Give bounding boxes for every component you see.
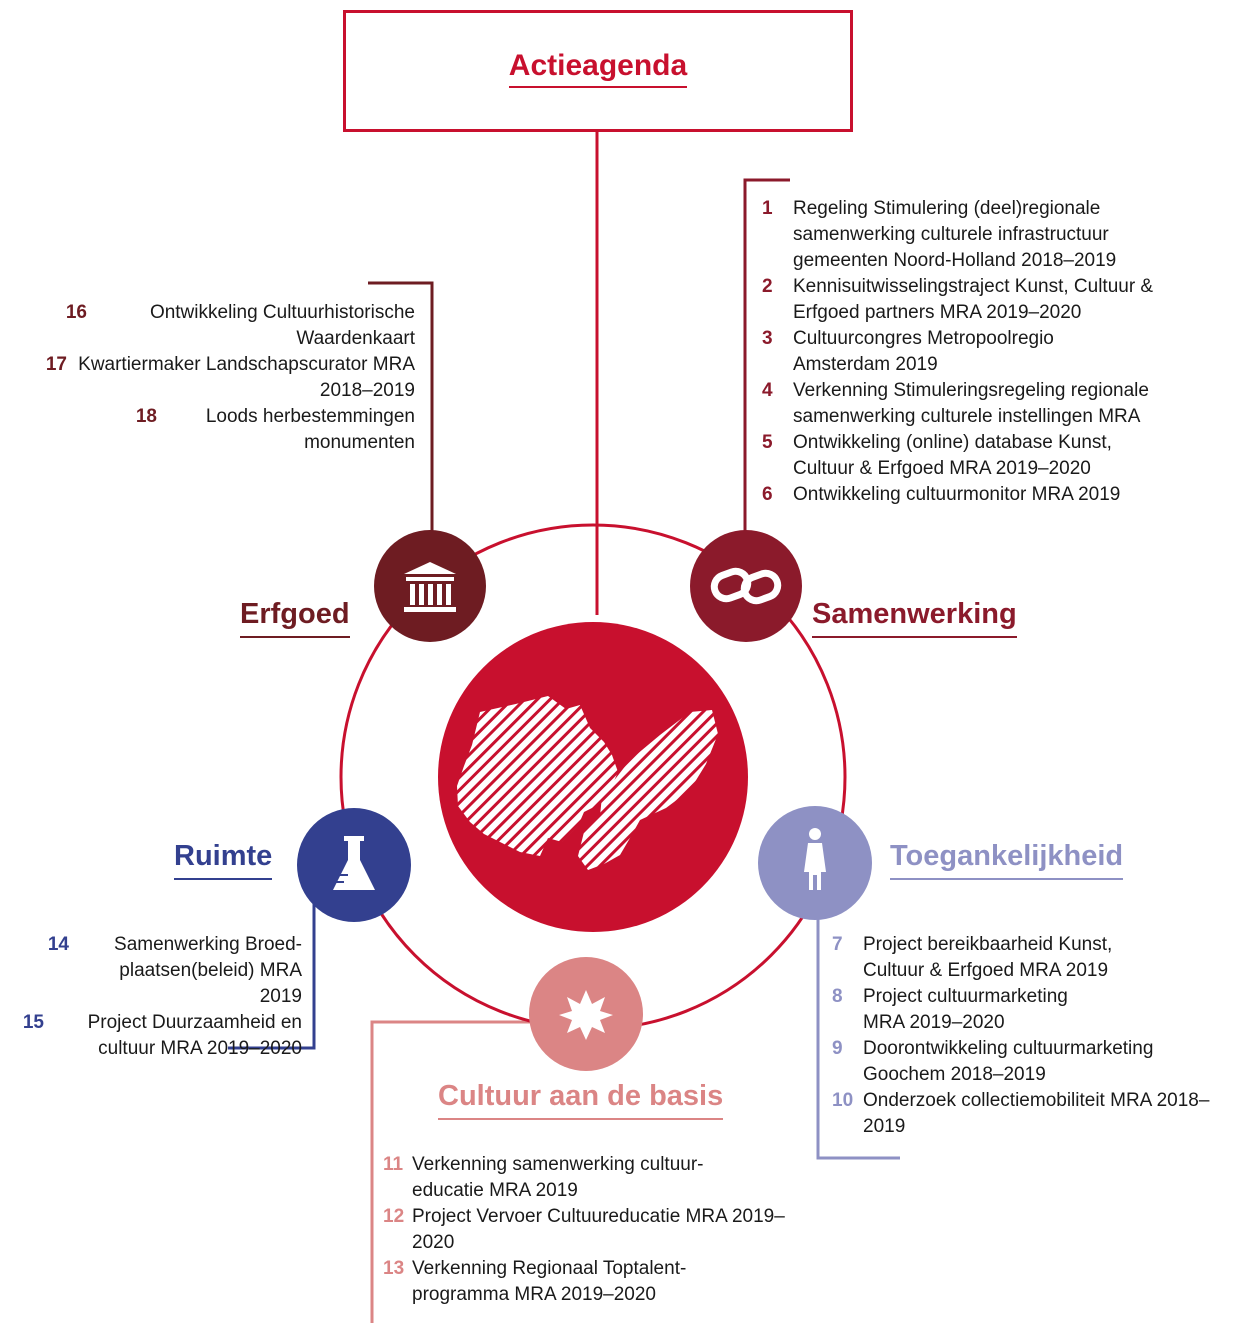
label-ruimte: Ruimte (174, 840, 273, 880)
cultuur-connector (370, 1020, 530, 1323)
label-toegankelijkheid: Toegankelijkheid (890, 840, 1124, 880)
star-icon (559, 990, 613, 1040)
ruimte-node (297, 808, 411, 922)
museum-icon (404, 562, 456, 612)
title-box: Actieagenda (343, 10, 853, 132)
label-erfgoed: Erfgoed (240, 598, 350, 638)
erfgoed-connector (368, 281, 434, 532)
samenwerking-connector (743, 178, 790, 532)
mra-map-shape (457, 696, 718, 870)
toegankelijkheid-connector (816, 905, 900, 1160)
link-icon (710, 567, 782, 605)
label-samenwerking: Samenwerking (812, 598, 1017, 638)
samenwerking-node (690, 530, 802, 642)
person-icon (804, 828, 826, 890)
erfgoed-node (374, 530, 486, 642)
label-cultuur: Cultuur aan de basis (438, 1080, 724, 1120)
flask-icon (333, 836, 375, 890)
cultuur-node (529, 957, 643, 1071)
page-title: Actieagenda (346, 49, 850, 88)
toegankelijkheid-node (758, 806, 872, 920)
